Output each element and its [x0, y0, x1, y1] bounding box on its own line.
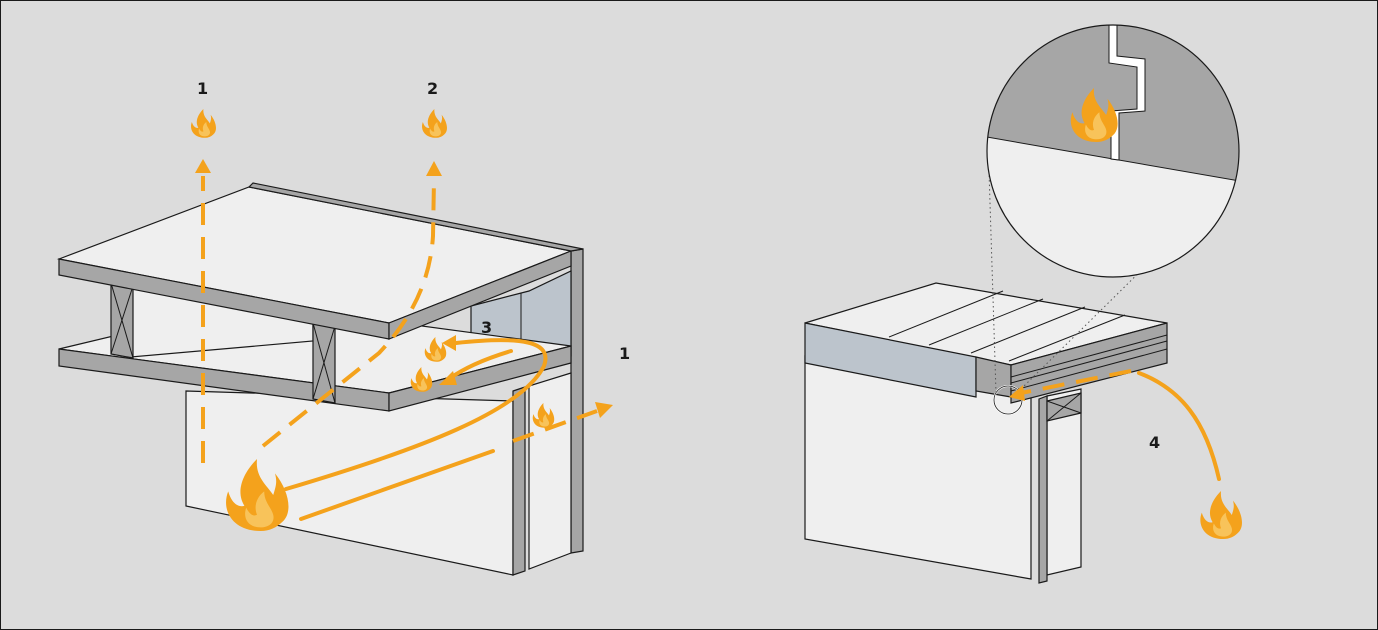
left-post-cross-b — [110, 285, 134, 355]
fire-path-1-horizontal-solid — [299, 449, 495, 521]
lower-wall-edge — [512, 386, 526, 576]
arrow-head-icon — [426, 161, 442, 176]
right-floor-detail — [804, 170, 1238, 584]
magnified-upper-gray — [987, 25, 1239, 183]
arrow-head-icon — [439, 371, 457, 385]
arrow-head-icon — [195, 159, 211, 173]
fire-path-1-horizontal-dashed — [512, 409, 598, 443]
label-path-3: 3 — [481, 318, 492, 337]
lower-slab-side-edge — [388, 345, 572, 412]
board-seam — [1008, 314, 1126, 362]
board-seam — [970, 306, 1086, 354]
arrow-head-icon — [595, 402, 613, 418]
leader-line-left — [988, 170, 997, 394]
fire-path-3-loop — [284, 338, 548, 491]
fire-path-4-dashed — [1020, 369, 1132, 395]
right-column-front — [528, 372, 572, 570]
right-fire-path — [1009, 369, 1221, 481]
board-seam — [928, 298, 1044, 346]
groove-line — [1010, 340, 1168, 384]
label-path-1-left: 1 — [197, 79, 208, 98]
arrow-head-icon — [1009, 385, 1025, 401]
board-seam — [888, 290, 1004, 338]
magnifier-outline — [986, 24, 1240, 278]
right-back-wall-edge — [1038, 395, 1048, 584]
middle-post-cross-b — [312, 325, 336, 400]
floor-insulation-front — [804, 322, 977, 398]
fire-path-4-curve — [1137, 371, 1221, 481]
upper-slab-side-edge — [388, 250, 572, 340]
arrow-head-icon — [442, 335, 456, 351]
label-path-1-right: 1 — [619, 344, 630, 363]
magnified-joint-detail — [986, 24, 1240, 278]
left-fire-paths — [195, 159, 613, 521]
upper-slab-back-edge — [247, 182, 584, 252]
groove-line — [1010, 334, 1168, 378]
groove-line — [1010, 348, 1168, 392]
cross-strut-line — [1046, 392, 1082, 422]
right-column-face — [570, 248, 584, 554]
label-path-4: 4 — [1149, 433, 1160, 452]
label-path-2: 2 — [427, 79, 438, 98]
fire-path-2 — [261, 178, 436, 448]
floor-element-side — [1010, 322, 1168, 404]
left-building-structure — [56, 182, 584, 576]
magnified-step-joint — [1108, 25, 1146, 161]
